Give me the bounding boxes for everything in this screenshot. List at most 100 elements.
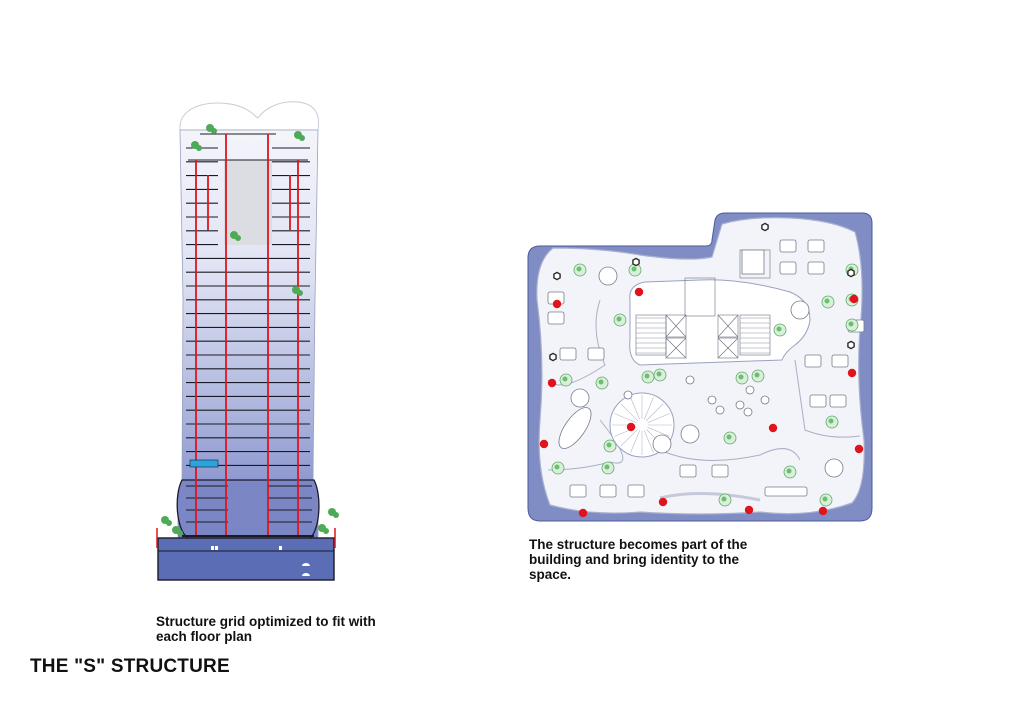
tree-icons [161,124,339,536]
desk-icon [779,239,797,253]
spiral-tread [644,397,654,420]
chair-icon [707,395,717,405]
column-dot [847,368,857,378]
tower-crown [179,101,320,131]
column-dot [849,294,859,304]
tree-icon [299,135,305,141]
hexagon-marker [761,222,769,232]
chair-icon [745,385,755,395]
planter-icon [822,496,828,502]
desk-icon [547,311,565,325]
round-table-icon [824,458,844,478]
pool-icon [189,459,219,468]
tower-base [157,537,335,581]
planter-icon [644,373,650,379]
tree-icon [211,128,217,134]
conference-table-icon [764,486,808,497]
column-dot [547,378,557,388]
desk-icon [569,484,587,498]
planter-icon [738,374,744,380]
planter-icon [754,372,760,378]
desk-icon [559,347,577,361]
tree-icon [297,290,303,296]
spiral-tread [644,430,654,453]
column-dot [768,423,778,433]
chair-icon [715,405,725,415]
tree-icon [196,145,202,151]
chair-icon [685,375,695,385]
section-caption: Structure grid optimized to fit with eac… [156,614,376,644]
spiral-tread [647,427,670,437]
tree-icon [323,528,329,534]
planter-icon [726,434,732,440]
column-dot [854,444,864,454]
desk-icon [829,394,847,408]
column-dot [658,497,668,507]
round-table-icon [652,434,672,454]
chair-icon [623,390,633,400]
spiral-tread [620,403,638,421]
desk-icon [831,354,849,368]
planter-icon [776,326,782,332]
structure-columns [195,134,299,535]
spiral-tread [630,397,640,420]
oval-table-icon [558,407,592,449]
hexagon-markers [549,222,855,362]
hexagon-marker [632,257,640,267]
furniture-icons [547,239,865,498]
chair-icon [760,395,770,405]
round-table-icon [598,266,618,286]
planter-icon [824,298,830,304]
desk-icon [711,464,729,478]
planter-icon [656,371,662,377]
tree-icon [166,520,172,526]
spiral-tread [630,430,640,453]
planter-icon [606,442,612,448]
column-dots [539,287,864,518]
column-dot [626,422,636,432]
planter-icon [848,321,854,327]
desk-icon [679,464,697,478]
hexagon-marker [553,271,561,281]
plan-caption: The structure becomes part of the buildi… [529,537,748,582]
planter-icon [576,266,582,272]
planter-icon [562,376,568,382]
hexagon-marker [847,340,855,350]
column-dot [539,439,549,449]
page-title: THE "S" STRUCTURE [30,656,230,677]
planter-icons [551,263,859,507]
tree-icon [333,512,339,518]
column-dot [818,506,828,516]
desk-icon [599,484,617,498]
restroom-icon [741,249,765,275]
column-dot [578,508,588,518]
desk-icon [809,394,827,408]
tree-icon [235,235,241,241]
chair-icon [743,407,753,417]
plan-core [629,279,811,366]
column-dot [634,287,644,297]
spiral-tread [646,403,664,421]
desk-icon [807,239,825,253]
column-dot [552,299,562,309]
planter-icon [616,316,622,322]
tower-core-upper [224,160,272,245]
hexagon-marker [847,268,855,278]
desk-icon [587,347,605,361]
chair-icon [735,400,745,410]
round-table-icon [570,388,590,408]
spiral-tread [647,413,670,423]
spiral-tread [614,413,637,423]
desk-icon [627,484,645,498]
planter-icon [604,464,610,470]
desk-icon [804,354,822,368]
planter-icon [554,464,560,470]
tree-icon [177,530,183,536]
round-table-icon [790,300,810,320]
floor-slabs [182,133,314,537]
planter-icon [828,418,834,424]
spiral-tread [620,429,638,447]
desk-icon [779,261,797,275]
hexagon-marker [549,352,557,362]
